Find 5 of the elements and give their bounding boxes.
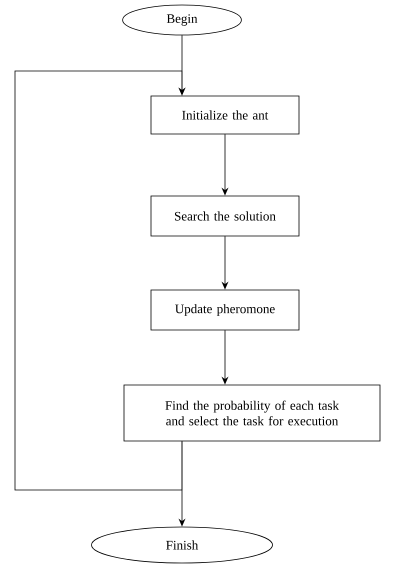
process-box: Update pheromone <box>150 290 300 330</box>
process-box: Search the solution <box>150 196 300 236</box>
process-box: Find the probability of each task and select the task for execution <box>124 384 380 442</box>
process-box: Initialize the ant <box>150 96 300 134</box>
arrow <box>14 70 186 490</box>
